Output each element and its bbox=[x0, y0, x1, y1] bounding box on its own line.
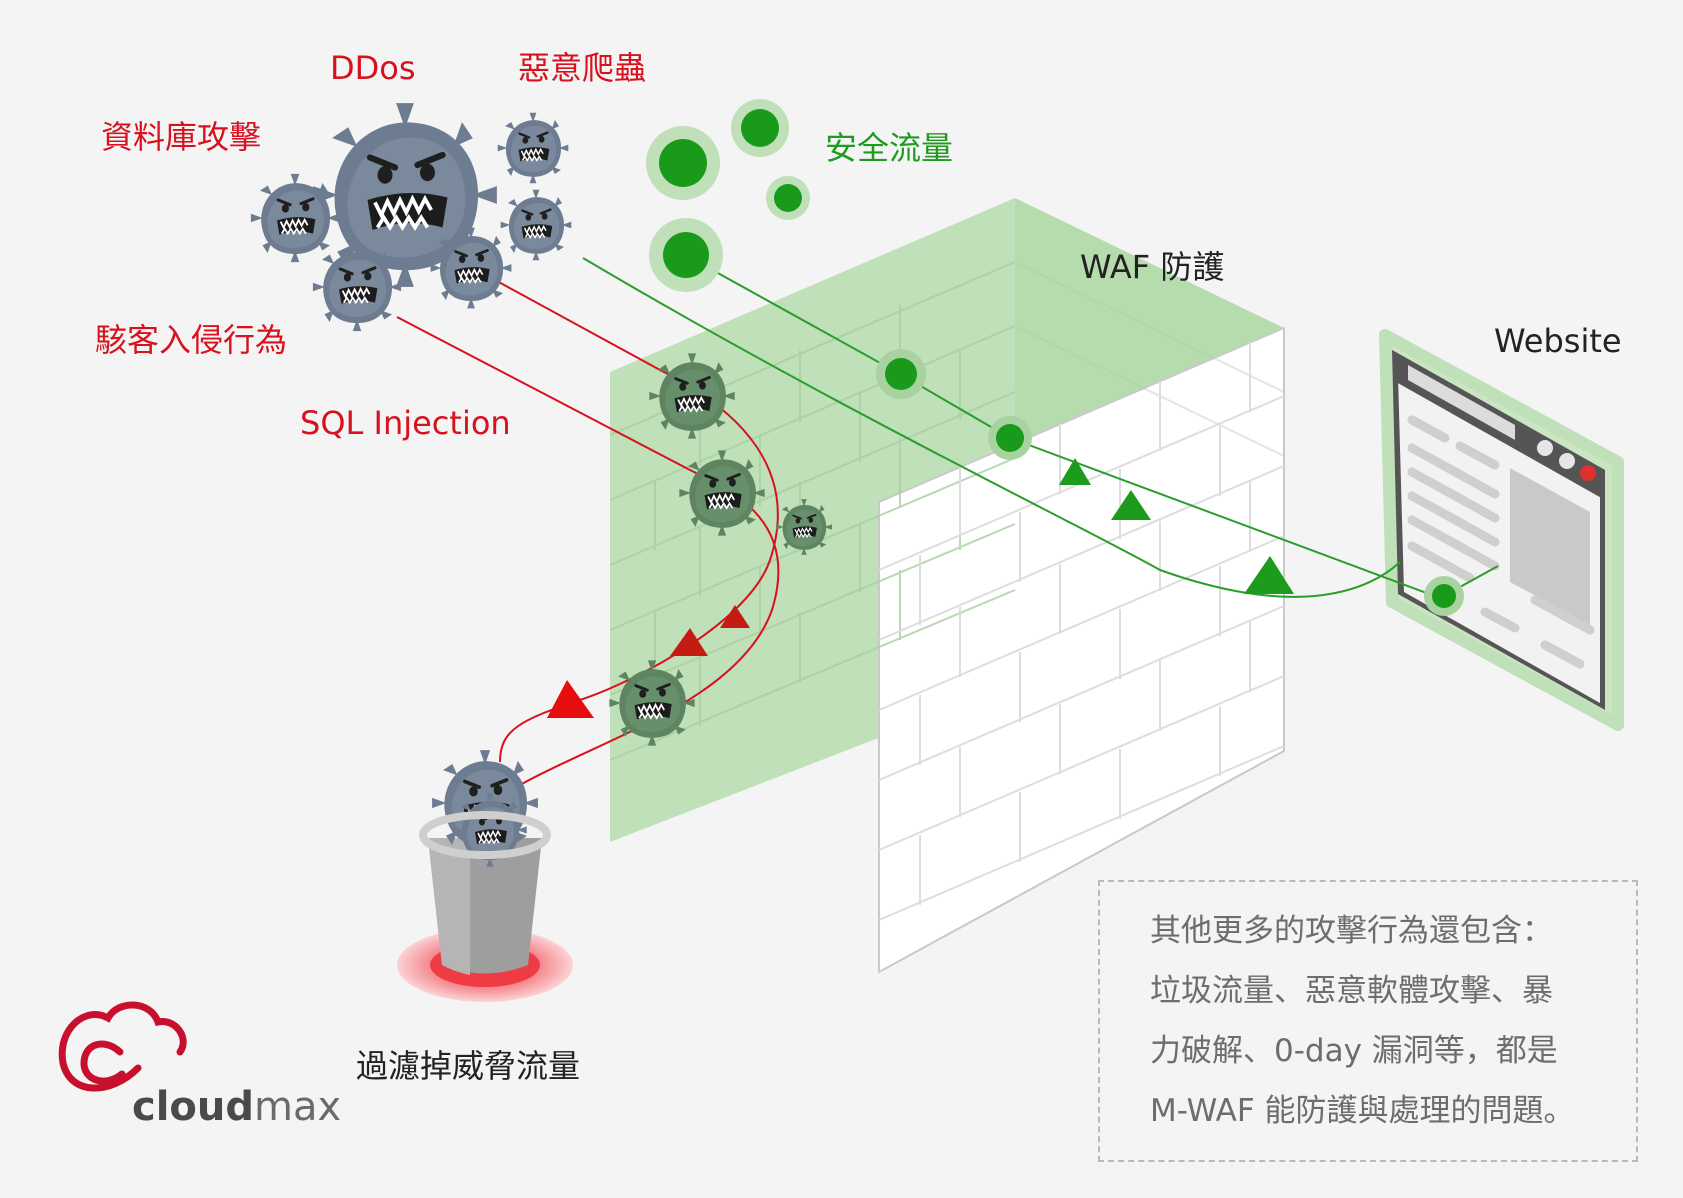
note-line: 其他更多的攻擊行為還包含： bbox=[1150, 913, 1553, 949]
virus-icon bbox=[250, 105, 572, 332]
note-box: 其他更多的攻擊行為還包含： 垃圾流量、惡意軟體攻擊、暴 力破解、0-day 漏洞… bbox=[1098, 880, 1638, 1162]
logo-text-cloud: cloud bbox=[132, 1084, 255, 1130]
cloudmax-logo: cloudmax bbox=[132, 1087, 341, 1127]
cloudmax-logo-icon bbox=[58, 1001, 187, 1092]
threat-flow-arrows bbox=[547, 605, 750, 718]
label-safe-traffic: 安全流量 bbox=[825, 129, 954, 167]
label-ddos: DDos bbox=[330, 49, 416, 87]
label-sql-injection: SQL Injection bbox=[300, 404, 511, 442]
trash-bin-icon bbox=[397, 749, 573, 1002]
logo-text-max: max bbox=[254, 1084, 342, 1130]
safe-packet-icon bbox=[646, 99, 1464, 616]
safe-flow-arrows bbox=[1059, 458, 1294, 594]
label-malicious-crawler: 惡意爬蟲 bbox=[518, 49, 647, 87]
waf-wall bbox=[609, 198, 1285, 974]
label-website: Website bbox=[1494, 322, 1622, 360]
label-filter-threat-traffic: 過濾掉威脅流量 bbox=[356, 1047, 581, 1085]
note-line: M-WAF 能防護與處理的問題。 bbox=[1150, 1093, 1575, 1129]
label-database-attack: 資料庫攻擊 bbox=[101, 118, 262, 156]
browser-window-icon bbox=[1379, 329, 1624, 731]
note-line: 力破解、0-day 漏洞等，都是 bbox=[1150, 1033, 1558, 1069]
note-line: 垃圾流量、惡意軟體攻擊、暴 bbox=[1150, 973, 1553, 1009]
label-waf-protection: WAF 防護 bbox=[1080, 248, 1225, 286]
label-hacker-intrusion: 駭客入侵行為 bbox=[95, 321, 288, 359]
